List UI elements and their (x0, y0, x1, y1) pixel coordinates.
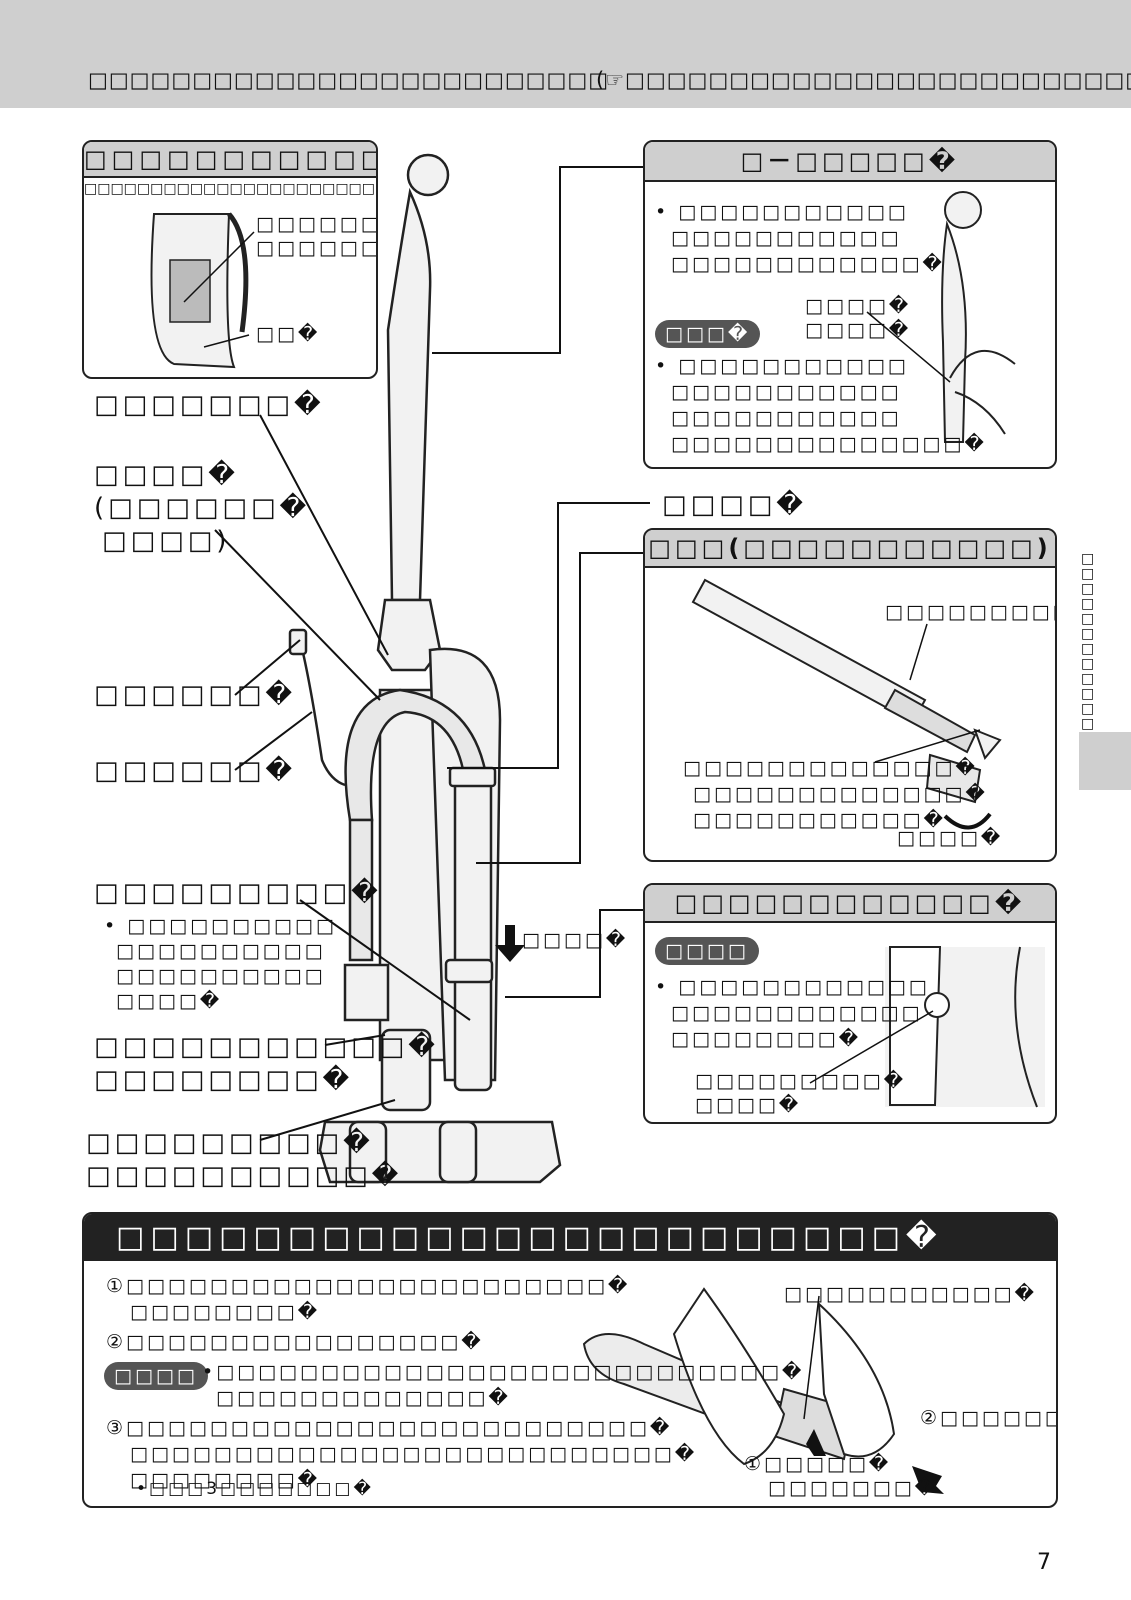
label-plug: □□□□□□� (94, 680, 297, 710)
fig-label-right: ②□□□□□□� (920, 1407, 1056, 1429)
label-hose-3: □□□□) (102, 526, 231, 556)
label-arrow: □□□□� (522, 929, 629, 951)
cord-hook-label-2: □□□□� (805, 319, 912, 341)
cord-hook-note-2: □□□□□□□□□□□ (671, 381, 902, 403)
stand-caution-pill: □□□□ (655, 937, 759, 965)
pipe-illustration (691, 578, 1002, 830)
stand-text-1: • □□□□□□□□□□□□ (655, 976, 930, 998)
detail-box-stand: □□□□□□□□□□□□� □□□□ • □□□□□□□□□□□□ □□□□□□… (643, 883, 1057, 1124)
stand-text-3: □□□□□□□□� (671, 1028, 862, 1050)
cord-hook-note-1: • □□□□□□□□□□□ (655, 355, 909, 377)
label-dust-case-2: □□□□□□□□� (94, 1065, 354, 1095)
pipe-note-1: • □□□□□□□□□□ (104, 915, 337, 937)
hands-illustration (582, 1287, 944, 1494)
pipe-note-4: □□□□� (116, 990, 223, 1012)
pipe-label-2b: □□□□□□□□□□□□□� (693, 783, 988, 805)
cord-hook-note-4: □□□□□□□□□□□□□□� (671, 433, 987, 455)
pipe-label-1: □□□□□□□□□□□� (885, 601, 1055, 623)
pipe-label-2a: □□□□□□□□□□□□□� (683, 757, 978, 779)
label-head-1: □□□□□□□□□� (86, 1128, 374, 1158)
bottom-note-1: •□□□□□□□□□□□□□□□□□□□□□□□□□□□� (202, 1361, 805, 1383)
detail-box-dust: □□□□□□□□□□□□□� □□□□□□□□□□□□□□□□□□□□□□□□□… (82, 140, 378, 379)
cord-hook-title: □－□□□□□� (645, 142, 1055, 182)
header-right-text: (☞□□□□□□□□□□□□□□□□□□□□□□□□□) (596, 68, 1131, 92)
step1-line2: □□□□□□□□� (130, 1301, 321, 1323)
cord-hook-label-1: □□□□� (805, 295, 912, 317)
cord-hook-text-1: • □□□□□□□□□□□ (655, 201, 909, 223)
stand-illustration (809, 946, 1045, 1108)
sidebar-tab (1079, 732, 1131, 790)
step3-line2: □□□□□□□□□□□□□□□□□□□□□□□□□□� (130, 1443, 698, 1465)
detail-box-dust-title: □□□□□□□□□□□□□� (84, 142, 376, 178)
label-cord: □□□□□□� (94, 756, 297, 786)
bottom-caution-pill: □□□□ (104, 1362, 208, 1390)
dust-label-1b: □□□□□□� (256, 237, 376, 259)
dust-label-1a: □□□□□□� (256, 213, 376, 235)
label-dust-case-1: □□□□□□□□□□□� (94, 1032, 439, 1062)
label-grip-release: □□□□□□□� (94, 390, 325, 420)
instruction-title: □□□□□□□□□□□□□□□□□□□□□□□� (84, 1214, 1056, 1261)
pipe-box-title: □□□(□□□□□□□□□□□) (645, 530, 1055, 568)
bottom-note-2: □□□□□□□□□□□□□� (216, 1387, 511, 1409)
label-hose-2: (□□□□□□� (94, 493, 311, 523)
label-handle: □□□□� (662, 490, 807, 520)
page-number: 7 (1037, 1550, 1051, 1575)
instruction-box: □□□□□□□□□□□□□□□□□□□□□□□� ①□□□□□□□□□□□□□□… (82, 1212, 1058, 1508)
header-left-text: □□□□□□□□□□□□□□□□□□□□□□□□□ (88, 68, 610, 92)
bottom-bullet: •□□□3□□□□□□□� (136, 1479, 374, 1499)
label-hose-1: □□□□� (94, 460, 239, 490)
detail-box-cord-hook: □－□□□□□� • □□□□□□□□□□□ □□□□□□□□□□□ □□□□□… (643, 140, 1057, 469)
dust-label-2: □□� (256, 323, 321, 345)
label-head-2: □□□□□□□□□□� (86, 1161, 403, 1191)
cord-hook-illustration (866, 191, 1016, 443)
step3-line1: ③□□□□□□□□□□□□□□□□□□□□□□□□□� (106, 1417, 673, 1439)
fig-label-top: □□□□□□□□□□□� (784, 1283, 1037, 1305)
cord-hook-caution-pill: □□□� (655, 320, 761, 348)
header-bar (0, 0, 1131, 108)
stand-text-2: □□□□□□□□□□□□ (671, 1002, 923, 1024)
pipe-note-2: □□□□□□□□□□ (116, 940, 326, 962)
step1-line1: ①□□□□□□□□□□□□□□□□□□□□□□□� (106, 1275, 631, 1297)
step2: ②□□□□□□□□□□□□□□□□� (106, 1331, 484, 1353)
sidebar-vertical-text: □□□□□□□□□□□□□□ (1081, 551, 1095, 762)
detail-box-pipe: □□□(□□□□□□□□□□□) □□□□□□□□□□□� □□□□□□□□□□… (643, 528, 1057, 862)
pipe-label-2c: □□□□□□□□□□□� (693, 809, 946, 831)
dust-box-illustration (150, 212, 255, 369)
pipe-label-3: □□□□� (897, 827, 1004, 849)
stand-label-1: □□□□□□□□□� (695, 1070, 907, 1092)
label-extension-pipe: □□□□□□□□□� (94, 878, 382, 908)
fig-label-b1: ①□□□□□� (744, 1453, 892, 1475)
stand-label-2: □□□□� (695, 1094, 802, 1116)
pipe-note-3: □□□□□□□□□□ (116, 965, 326, 987)
cord-hook-text-2: □□□□□□□□□□□ (671, 227, 902, 249)
step3-line3: □□□□□□□□� (130, 1469, 321, 1491)
fig-label-b2: □□□□□□□� (768, 1477, 938, 1499)
cord-hook-note-3: □□□□□□□□□□□ (671, 407, 902, 429)
detail-box-dust-subtitle: □□□□□□□□□□□□□□□□□□□□□□□□□□□□□□□� (84, 181, 376, 197)
cord-hook-text-3: □□□□□□□□□□□□� (671, 253, 945, 275)
stand-box-title: □□□□□□□□□□□□� (645, 885, 1055, 923)
